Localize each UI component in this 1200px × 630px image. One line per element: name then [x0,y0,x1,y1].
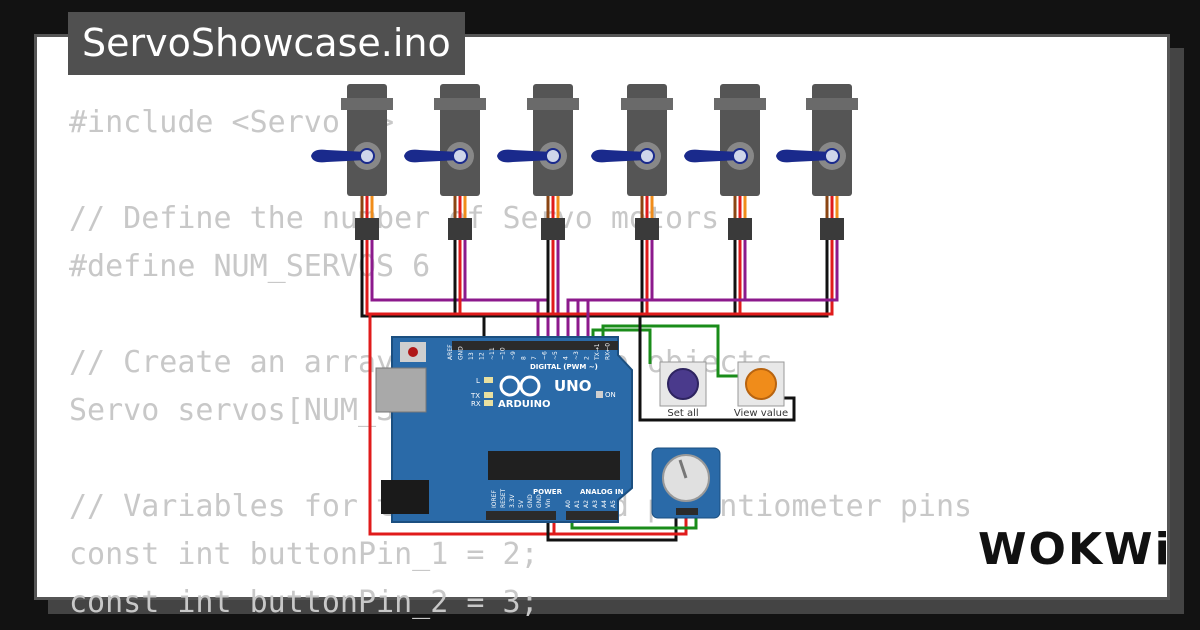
on-led-label: ON [605,391,616,399]
servo-motor[interactable] [311,84,393,240]
tx-led-label: TX [470,392,480,400]
digital-pin-label: 2 [584,356,591,360]
servo-connector [355,218,379,240]
code-line: const int buttonPin_1 = 2; [69,537,539,572]
power-pin-label: 3.3V [509,493,516,508]
digital-pin-label: 8 [521,356,528,360]
infinity-logo-icon [499,375,541,397]
wire [554,515,688,536]
on-led [596,391,603,398]
digital-pin-label: ~10 [500,347,507,360]
servo-horn [311,149,367,163]
usb-port [375,367,427,413]
analog-pin-label: A1 [574,500,581,508]
button-set-all-cap[interactable] [667,368,699,400]
digital-pin-label: GND [458,346,465,360]
wire [482,240,829,342]
power-jack [381,480,429,514]
digital-pin-label: ~9 [510,351,517,360]
digital-pin-label: TX→1 [594,343,601,361]
wire [368,240,834,536]
digital-pin-label: ~11 [489,347,496,360]
servo-connector [541,218,565,240]
power-pin-label: GND [527,494,534,508]
reset-button-cap [408,347,418,357]
rx-led [484,400,493,406]
servo-motor[interactable] [591,84,673,240]
button-view-value-cap[interactable] [745,368,777,400]
button-set-all[interactable]: Set all [659,361,707,419]
servo-motor[interactable] [404,84,486,240]
digital-pin-label: 7 [531,356,538,360]
wire [570,515,698,530]
button-view-value-label: View value [734,408,788,419]
servo-horn [776,149,832,163]
analog-pin-label: A0 [565,500,572,508]
power-header-label: POWER [533,488,563,496]
digital-pin-label: ~6 [542,351,549,360]
digital-pin-label: AREF [447,344,454,360]
servo-horn [591,149,647,163]
servo-connector [820,218,844,240]
power-pin-label: GND [536,494,543,508]
wire [586,240,839,342]
power-header-pins [486,511,556,520]
wire [463,240,550,342]
analog-pin-label: A5 [610,500,617,508]
code-line: #define NUM_SERVOS 6 [69,249,431,284]
arduino-uno-board[interactable]: UNO ARDUINO DIGITAL (PWM ~) ANALOG IN PO… [375,336,633,523]
servo-group [311,84,858,240]
digital-header [452,341,618,350]
servo-connector [448,218,472,240]
digital-pin-label: ~3 [573,351,580,360]
rx-led-label: RX [471,400,481,408]
analog-header-pins [566,511,618,520]
code-line: const int buttonPin_2 = 3; [69,585,539,620]
microcontroller-chip [488,451,620,480]
servo-motor[interactable] [497,84,579,240]
servo-horn [497,149,553,163]
wire [638,316,796,422]
wires-group [360,240,839,542]
digital-pin-label: RX←0 [605,343,612,360]
digital-pin-label: 4 [563,356,570,360]
digital-pin-label: 12 [479,352,486,360]
tx-led [484,392,493,398]
board-model: UNO [554,377,592,395]
digital-pin-label: 13 [468,352,475,360]
power-pin-label: Vin [545,498,552,508]
analog-pin-label: A2 [583,500,590,508]
analog-pin-label: A3 [592,500,599,508]
analog-header-label: ANALOG IN [580,488,624,496]
l-led-label: L [476,377,480,385]
l-led [484,377,493,383]
board-logo: ARDUINO [498,399,550,410]
wire [601,324,738,378]
servo-horn [684,149,740,163]
potentiometer[interactable] [651,447,721,519]
project-title: ServoShowcase.ino [68,12,465,75]
servo-motor[interactable] [776,84,858,240]
analog-pin-label: A4 [601,500,608,508]
button-view-value[interactable]: View value [734,361,788,419]
servo-horn [404,149,460,163]
power-pin-label: IOREF [491,490,498,508]
servo-motor[interactable] [684,84,766,240]
button-set-all-label: Set all [667,408,698,419]
digital-pin-label: ~5 [552,351,559,360]
servo-connector [728,218,752,240]
digital-header-label: DIGITAL (PWM ~) [530,363,598,371]
wokwi-logo: WOKWi [978,524,1172,575]
power-pin-label: RESET [500,488,507,508]
servo-connector [635,218,659,240]
power-pin-label: 5V [518,499,525,508]
